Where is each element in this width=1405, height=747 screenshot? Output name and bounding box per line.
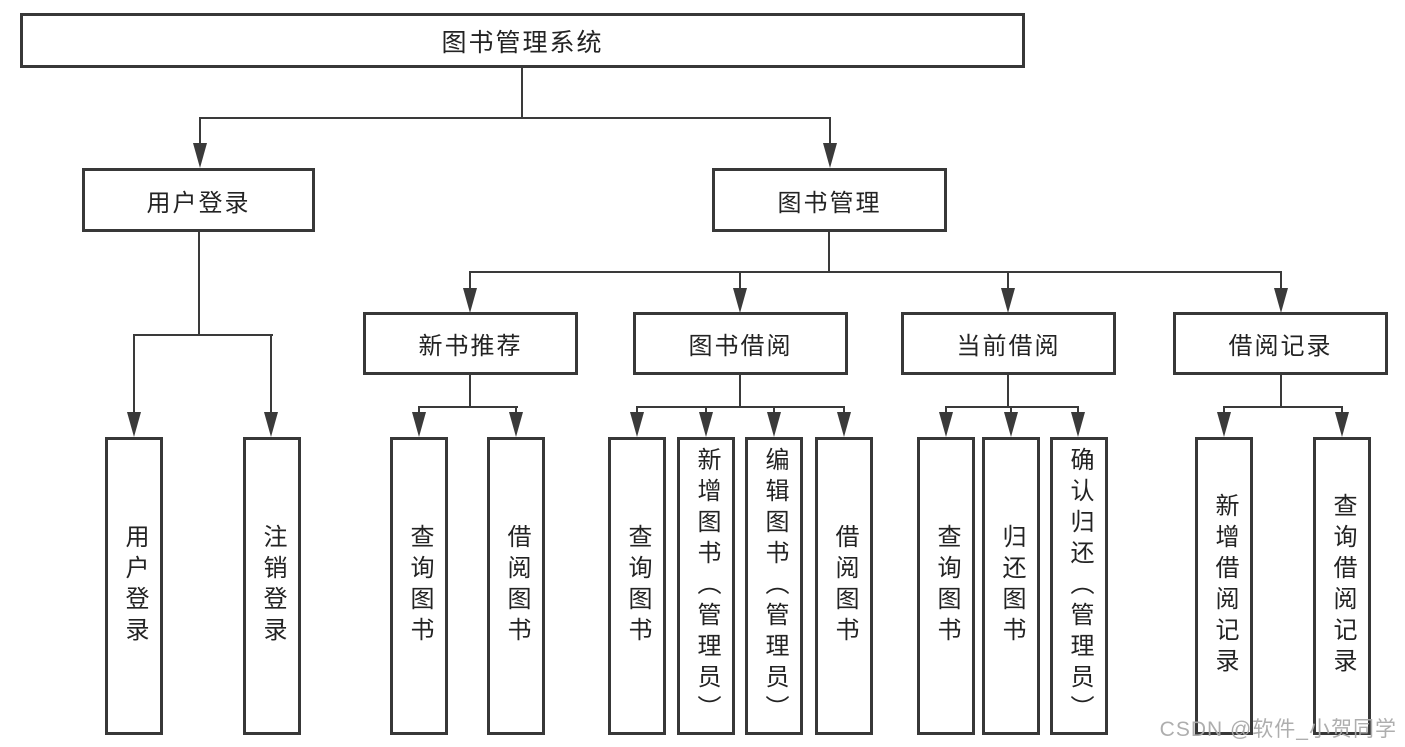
connector-shaft [515,406,517,416]
connector-book-mgmt-stem [828,232,830,273]
node-root-library-system: 图书管理系统 [20,13,1025,68]
leaf-query-books-borrowing: 查询图书 [608,437,666,735]
leaf-label: 查询图书 [933,524,960,648]
node-book-borrowing: 图书借阅 [633,312,848,375]
connector-shaft [636,406,638,416]
arrow-down-icon [767,412,781,437]
connector-shaft [945,406,947,416]
arrow-down-icon [823,143,837,168]
leaf-confirm-return-admin: 确认归还（管理员） [1050,437,1108,735]
leaf-query-borrow-record: 查询借阅记录 [1313,437,1371,735]
leaf-edit-book-admin: 编辑图书（管理员） [745,437,803,735]
leaf-borrow-books-borrowing: 借阅图书 [815,437,873,735]
leaf-query-books-current: 查询图书 [917,437,975,735]
csdn-watermark: CSDN @软件_小贺同学 [1159,718,1397,741]
node-current-borrowing: 当前借阅 [901,312,1116,375]
connector-shaft [469,271,471,290]
leaf-label: 确认归还（管理员） [1066,446,1093,726]
leaf-label: 新增图书（管理员） [693,446,720,726]
leaf-label: 借阅图书 [831,524,858,648]
leaf-label: 借阅图书 [503,524,530,648]
connector-user-login-stem [198,232,200,336]
node-book-management: 图书管理 [712,168,947,232]
connector-root-stem [521,68,523,118]
leaf-label: 查询图书 [406,524,433,648]
arrow-down-icon [733,288,747,313]
connector-rail [1223,406,1343,408]
leaf-label: 查询图书 [624,524,651,648]
leaf-add-borrow-record: 新增借阅记录 [1195,437,1253,735]
leaf-return-book: 归还图书 [982,437,1040,735]
connector-shaft [1341,406,1343,416]
arrow-down-icon [1004,412,1018,437]
connector-level1-rail [199,117,831,119]
connector-user-login-rail [133,334,273,336]
connector-rail [636,406,845,408]
leaf-user-login: 用户登录 [105,437,163,735]
connector-stem [1280,375,1282,408]
connector-shaft [1223,406,1225,416]
arrow-down-icon [193,143,207,168]
arrow-down-icon [264,412,278,437]
connector-stem [469,375,471,408]
arrow-down-icon [1071,412,1085,437]
arrow-down-icon [127,412,141,437]
leaf-logout: 注销登录 [243,437,301,735]
connector-shaft [705,406,707,416]
leaf-label: 注销登录 [259,524,286,648]
arrow-down-icon [1217,412,1231,437]
leaf-label: 归还图书 [998,524,1025,648]
arrow-down-icon [837,412,851,437]
connector-level3-rail [469,271,1282,273]
connector-shaft [1077,406,1079,416]
connector-shaft [773,406,775,416]
arrow-down-icon [463,288,477,313]
connector-shaft [1280,271,1282,290]
leaf-add-book-admin: 新增图书（管理员） [677,437,735,735]
arrow-down-icon [1001,288,1015,313]
connector-shaft [1007,271,1009,290]
leaf-label: 查询借阅记录 [1329,493,1356,679]
connector-shaft [418,406,420,416]
node-new-book-recommend: 新书推荐 [363,312,578,375]
leaf-query-books-recommend: 查询图书 [390,437,448,735]
connector-shaft [843,406,845,416]
arrow-down-icon [1335,412,1349,437]
arrow-down-icon [699,412,713,437]
connector-stem [1007,375,1009,408]
node-borrow-records: 借阅记录 [1173,312,1388,375]
connector-shaft [270,334,272,414]
connector-shaft [739,271,741,290]
arrow-down-icon [630,412,644,437]
arrow-down-icon [412,412,426,437]
connector-shaft [133,334,135,414]
leaf-borrow-books-recommend: 借阅图书 [487,437,545,735]
leaf-label: 编辑图书（管理员） [761,446,788,726]
connector-rail [945,406,1079,408]
leaf-label: 新增借阅记录 [1211,493,1238,679]
node-user-login: 用户登录 [82,168,315,232]
arrow-down-icon [1274,288,1288,313]
connector-rail [418,406,518,408]
leaf-label: 用户登录 [121,524,148,648]
connector-shaft [1010,406,1012,416]
arrow-down-icon [939,412,953,437]
arrow-down-icon [509,412,523,437]
connector-shaft [829,117,831,145]
connector-stem [739,375,741,408]
connector-shaft [199,117,201,145]
